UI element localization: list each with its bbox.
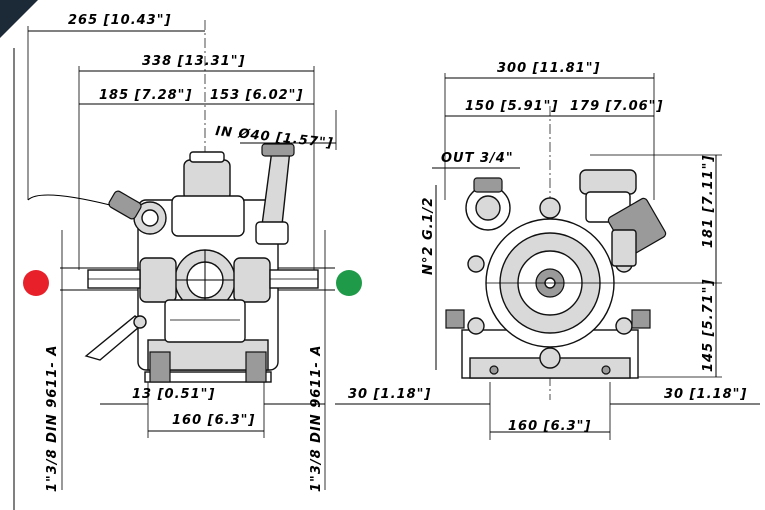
front-view xyxy=(27,20,337,490)
dim-foot-offset: 13 [0.51"] xyxy=(132,387,215,402)
dim-outlet-2: N°2 G.1/2 xyxy=(421,197,436,275)
dim-foot-spacing-side: 160 [6.3"] xyxy=(508,419,591,434)
right-shaft-marker xyxy=(336,270,362,296)
dim-foot-spacing-front: 160 [6.3"] xyxy=(172,413,255,428)
dim-shaft-left: 1"3/8 DIN 9611- A xyxy=(45,345,60,492)
dim-shaft-right: 1"3/8 DIN 9611- A xyxy=(309,345,324,492)
dim-width-front: 338 [13.31"] xyxy=(142,54,245,69)
dim-side-right: 179 [7.06"] xyxy=(570,99,663,114)
dim-side-left: 150 [5.91"] xyxy=(465,99,558,114)
dim-left-of-center: 185 [7.28"] xyxy=(99,88,192,103)
side-view xyxy=(335,73,760,440)
dim-height-upper: 181 [7.11"] xyxy=(701,155,716,248)
dim-outlet: OUT 3/4" xyxy=(441,151,514,166)
corner-banner xyxy=(0,0,38,38)
dim-foot-left-side: 30 [1.18"] xyxy=(348,387,431,402)
left-shaft-marker xyxy=(23,270,49,296)
dim-foot-right-side: 30 [1.18"] xyxy=(664,387,747,402)
dim-right-of-center: 153 [6.02"] xyxy=(210,88,303,103)
dim-width-side: 300 [11.81"] xyxy=(497,61,600,76)
dim-overall-left: 265 [10.43"] xyxy=(68,13,171,28)
dim-height-lower: 145 [5.71"] xyxy=(701,279,716,372)
